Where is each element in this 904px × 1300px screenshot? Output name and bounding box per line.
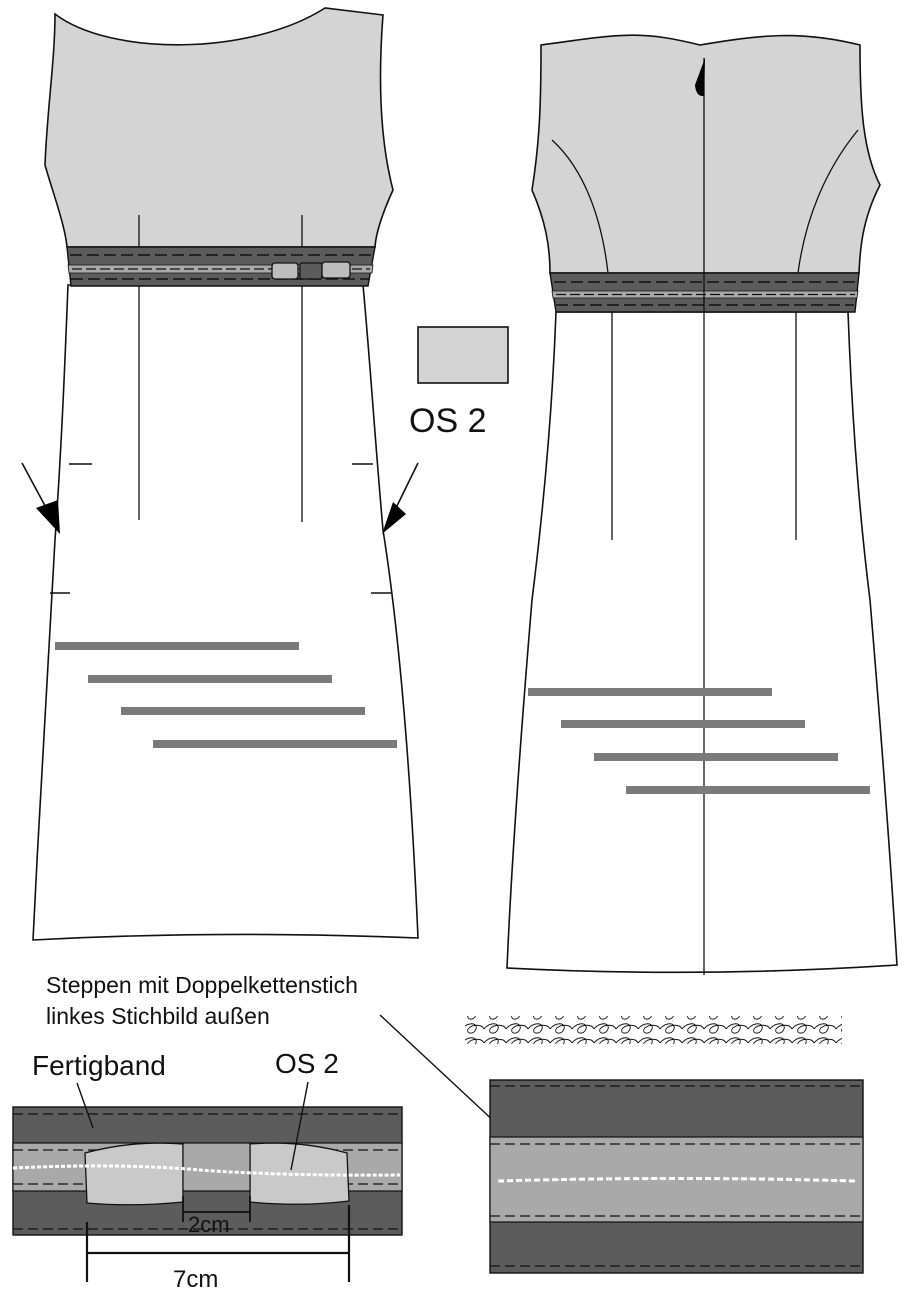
front-pocket-arrows (21, 462, 419, 534)
dimension-2cm-label: 2cm (188, 1212, 230, 1237)
band-label: Fertigband (32, 1050, 166, 1081)
front-darts (138, 215, 303, 522)
back-bodice (531, 34, 881, 274)
dimension-7cm-label: 7cm (173, 1266, 218, 1293)
front-skirt (32, 284, 419, 941)
back-seams (551, 58, 859, 975)
front-grain-marks (55, 642, 397, 748)
stitch-instruction-line2: linkes Stichbild außen (46, 1003, 270, 1029)
pocket-loop-right (249, 1142, 350, 1205)
front-pocket-marks (50, 463, 391, 594)
detail-band-left (12, 1106, 403, 1236)
fabric-swatch (417, 326, 509, 384)
stitch-instruction-line1: Steppen mit Doppelkettenstich (46, 972, 358, 998)
pocket-loop-left (84, 1142, 184, 1206)
front-buckle (271, 261, 351, 280)
dimension-7cm (85, 1205, 351, 1282)
front-bodice (44, 7, 394, 248)
back-skirt (506, 311, 898, 974)
swatch-label: OS 2 (409, 402, 486, 440)
back-grain-marks (528, 688, 870, 794)
back-waistband-stitching (554, 281, 856, 306)
back-dress (506, 34, 898, 975)
dimension-2cm (182, 1196, 251, 1222)
chain-stitch-sample (465, 1016, 842, 1044)
front-dress (21, 7, 419, 941)
pocket-label: OS 2 (275, 1048, 339, 1079)
zipper-pull-icon (695, 58, 705, 97)
detail-band-right (489, 1079, 864, 1274)
